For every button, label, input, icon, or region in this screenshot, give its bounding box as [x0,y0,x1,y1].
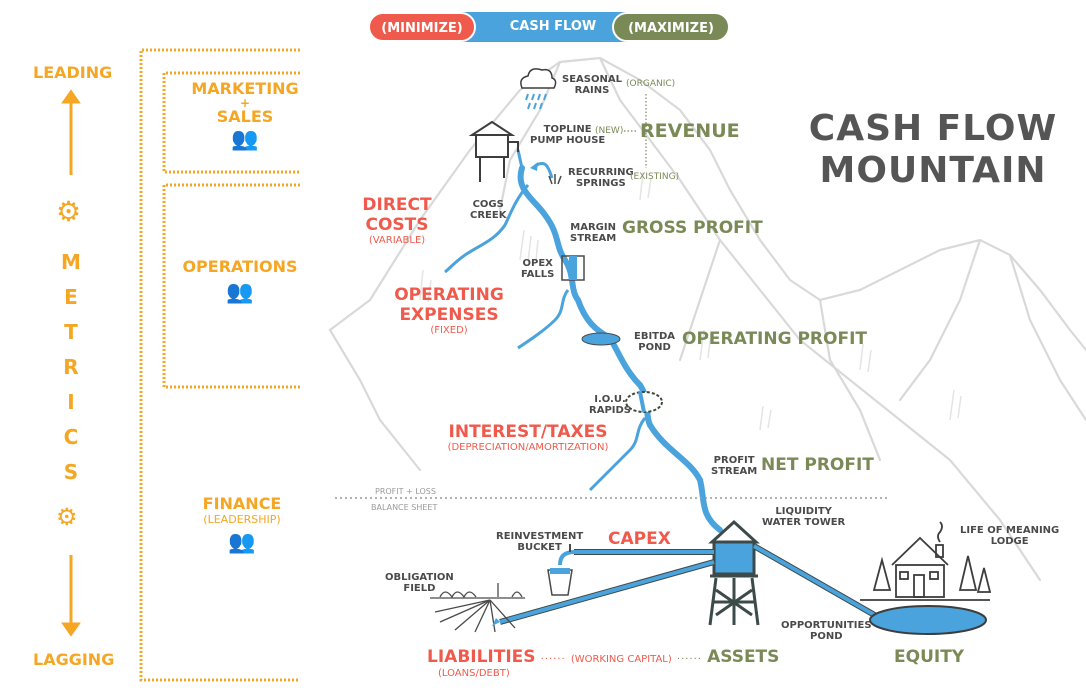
lagging-arrow [61,555,81,637]
opportunities-pond-shape [869,605,987,635]
capex-label: CAPEX [608,529,671,549]
minimize-pill: (MINIMIZE) [368,12,476,42]
lagging-label: LAGGING [33,650,115,669]
operating-expenses: OPERATING EXPENSES (FIXED) [394,285,504,336]
leading-arrow [61,89,81,175]
direct-costs: DIRECT COSTS (VARIABLE) [362,195,432,246]
team-icon: 👥 [228,530,256,555]
net-profit-label: NET PROFIT [761,455,874,475]
ebitda-pond-shape [581,332,621,346]
liabilities-label: LIABILITIES [427,647,536,667]
gears-icon: ⚙ [56,503,78,531]
pump-house [468,120,519,182]
obligation-field [430,583,525,633]
seasonal-rains-label: SEASONAL RAINS [562,74,622,96]
page-title: CASH FLOW MOUNTAIN [808,108,1058,191]
balance-sheet-label: BALANCE SHEET [371,503,438,512]
operating-profit-label: OPERATING PROFIT [682,329,868,349]
dept-marketing-sales: MARKETING + SALES 👥 [180,80,310,154]
cogs-creek-label: COGS CREEK [470,199,507,221]
pump-house-label: TOPLINE PUMP HOUSE [530,124,606,146]
maximize-pill: (MAXIMIZE) [612,12,730,42]
interest-taxes: INTEREST/TAXES (DEPRECIATION/AMORTIZATIO… [447,422,609,453]
opex-falls-label: OPEX FALLS [521,258,555,280]
capex-pipe [558,544,714,566]
metrics-letters: M E T R I C S [61,250,81,484]
springs-label: RECURRING SPRINGS [568,167,634,189]
lodge-label: LIFE OF MEANING LODGE [960,525,1060,547]
cash-flow-legend: (MINIMIZE) CASH FLOW (MAXIMIZE) [368,12,730,42]
cogs-creek-branch [444,184,530,274]
equity-label: EQUITY [894,647,965,667]
team-icon: 👥 [226,280,254,305]
dept-operations: OPERATIONS 👥 [172,258,308,310]
opportunities-pond-label: OPPORTUNITIES POND [781,620,872,642]
team-icon: 👥 [231,127,259,152]
working-capital-label: (WORKING CAPITAL) [570,654,672,665]
loans-debt-label: (LOANS/DEBT) [438,668,510,679]
reinvestment-bucket [547,568,573,596]
equity-pipe [752,543,880,620]
iou-branch [588,417,647,492]
water-tower [708,519,760,626]
iou-rapids-shape [625,391,663,413]
ebitda-pond-label: EBITDA POND [634,331,676,353]
obligation-field-label: OBLIGATION FIELD [385,572,454,594]
springs-icon [548,174,562,185]
gross-profit-label: GROSS PROFIT [622,218,763,238]
opex-branch [517,289,570,350]
water-tower-label: LIQUIDITY WATER TOWER [762,506,846,528]
lodge-illustration [860,521,992,601]
profit-loss-label: PROFIT + LOSS [375,487,436,496]
iou-rapids-label: I.O.U. RAPIDS [589,394,631,416]
assets-label: ASSETS [707,647,780,667]
new-tag: (NEW) [595,126,624,136]
gears-icon: ⚙ [56,195,82,228]
revenue-label: REVENUE [640,120,740,142]
leading-label: LEADING [33,63,113,82]
liabilities-pipe [499,559,715,625]
profit-stream-label: PROFIT STREAM [711,455,758,477]
margin-stream-label: MARGIN STREAM [570,222,617,244]
reinvestment-bucket-label: REINVESTMENT BUCKET [496,531,584,553]
existing-tag: (EXISTING) [630,172,680,182]
working-capital-row: LIABILITIES ······ (WORKING CAPITAL) ···… [427,647,780,667]
organic-tag: (ORGANIC) [626,79,676,89]
rain-cloud [520,68,557,110]
dept-finance: FINANCE (LEADERSHIP) 👥 [180,495,304,559]
opex-falls-shape [561,255,585,281]
